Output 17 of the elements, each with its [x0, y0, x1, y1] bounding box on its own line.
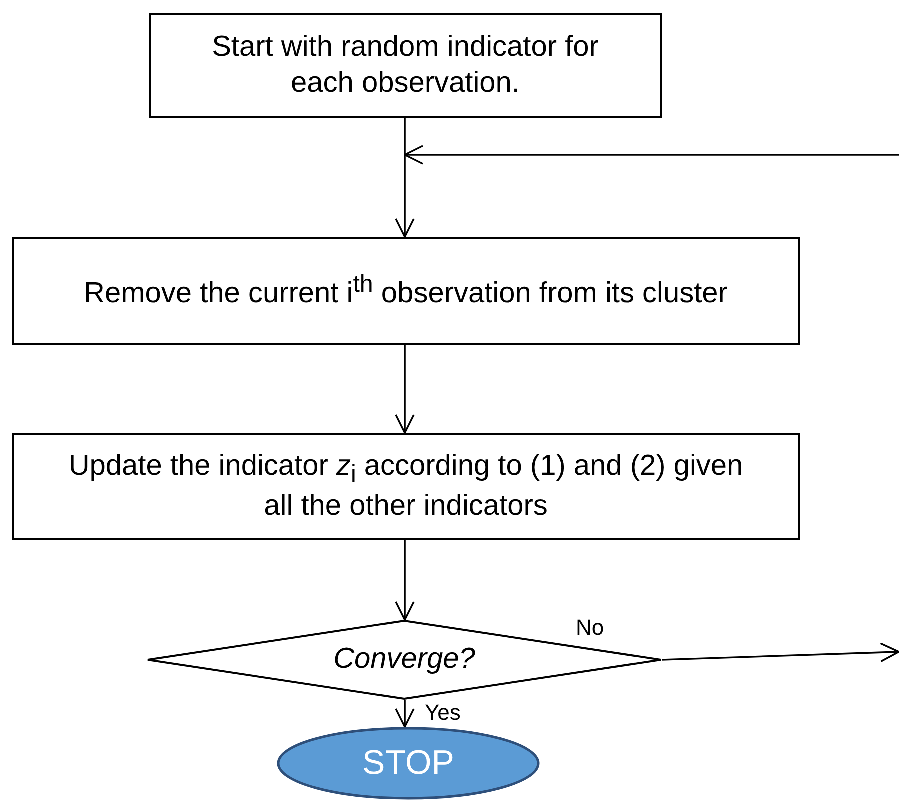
arrow — [395, 118, 415, 238]
step-text: Remove the current i$^{th}$ observation from its cluster — [84, 270, 728, 312]
terminal-label: STOP — [362, 742, 454, 784]
process-box — [149, 13, 662, 118]
step-text: Start with random indicator for each observation. — [211, 30, 600, 100]
decision-diamond — [147, 620, 662, 700]
edge-label: Yes — [424, 701, 462, 726]
step-text: Update the indicator z$_{i}$ according to (1) and (2) given all the other indicators — [68, 448, 744, 524]
arrow — [395, 345, 415, 434]
arrow — [404, 145, 899, 165]
arrow — [395, 540, 415, 621]
decision-text: Converge? — [334, 642, 476, 678]
terminal-ellipse — [277, 727, 540, 800]
arrow — [662, 642, 899, 662]
process-box — [12, 433, 800, 540]
arrow — [395, 700, 415, 728]
process-box — [12, 237, 800, 345]
